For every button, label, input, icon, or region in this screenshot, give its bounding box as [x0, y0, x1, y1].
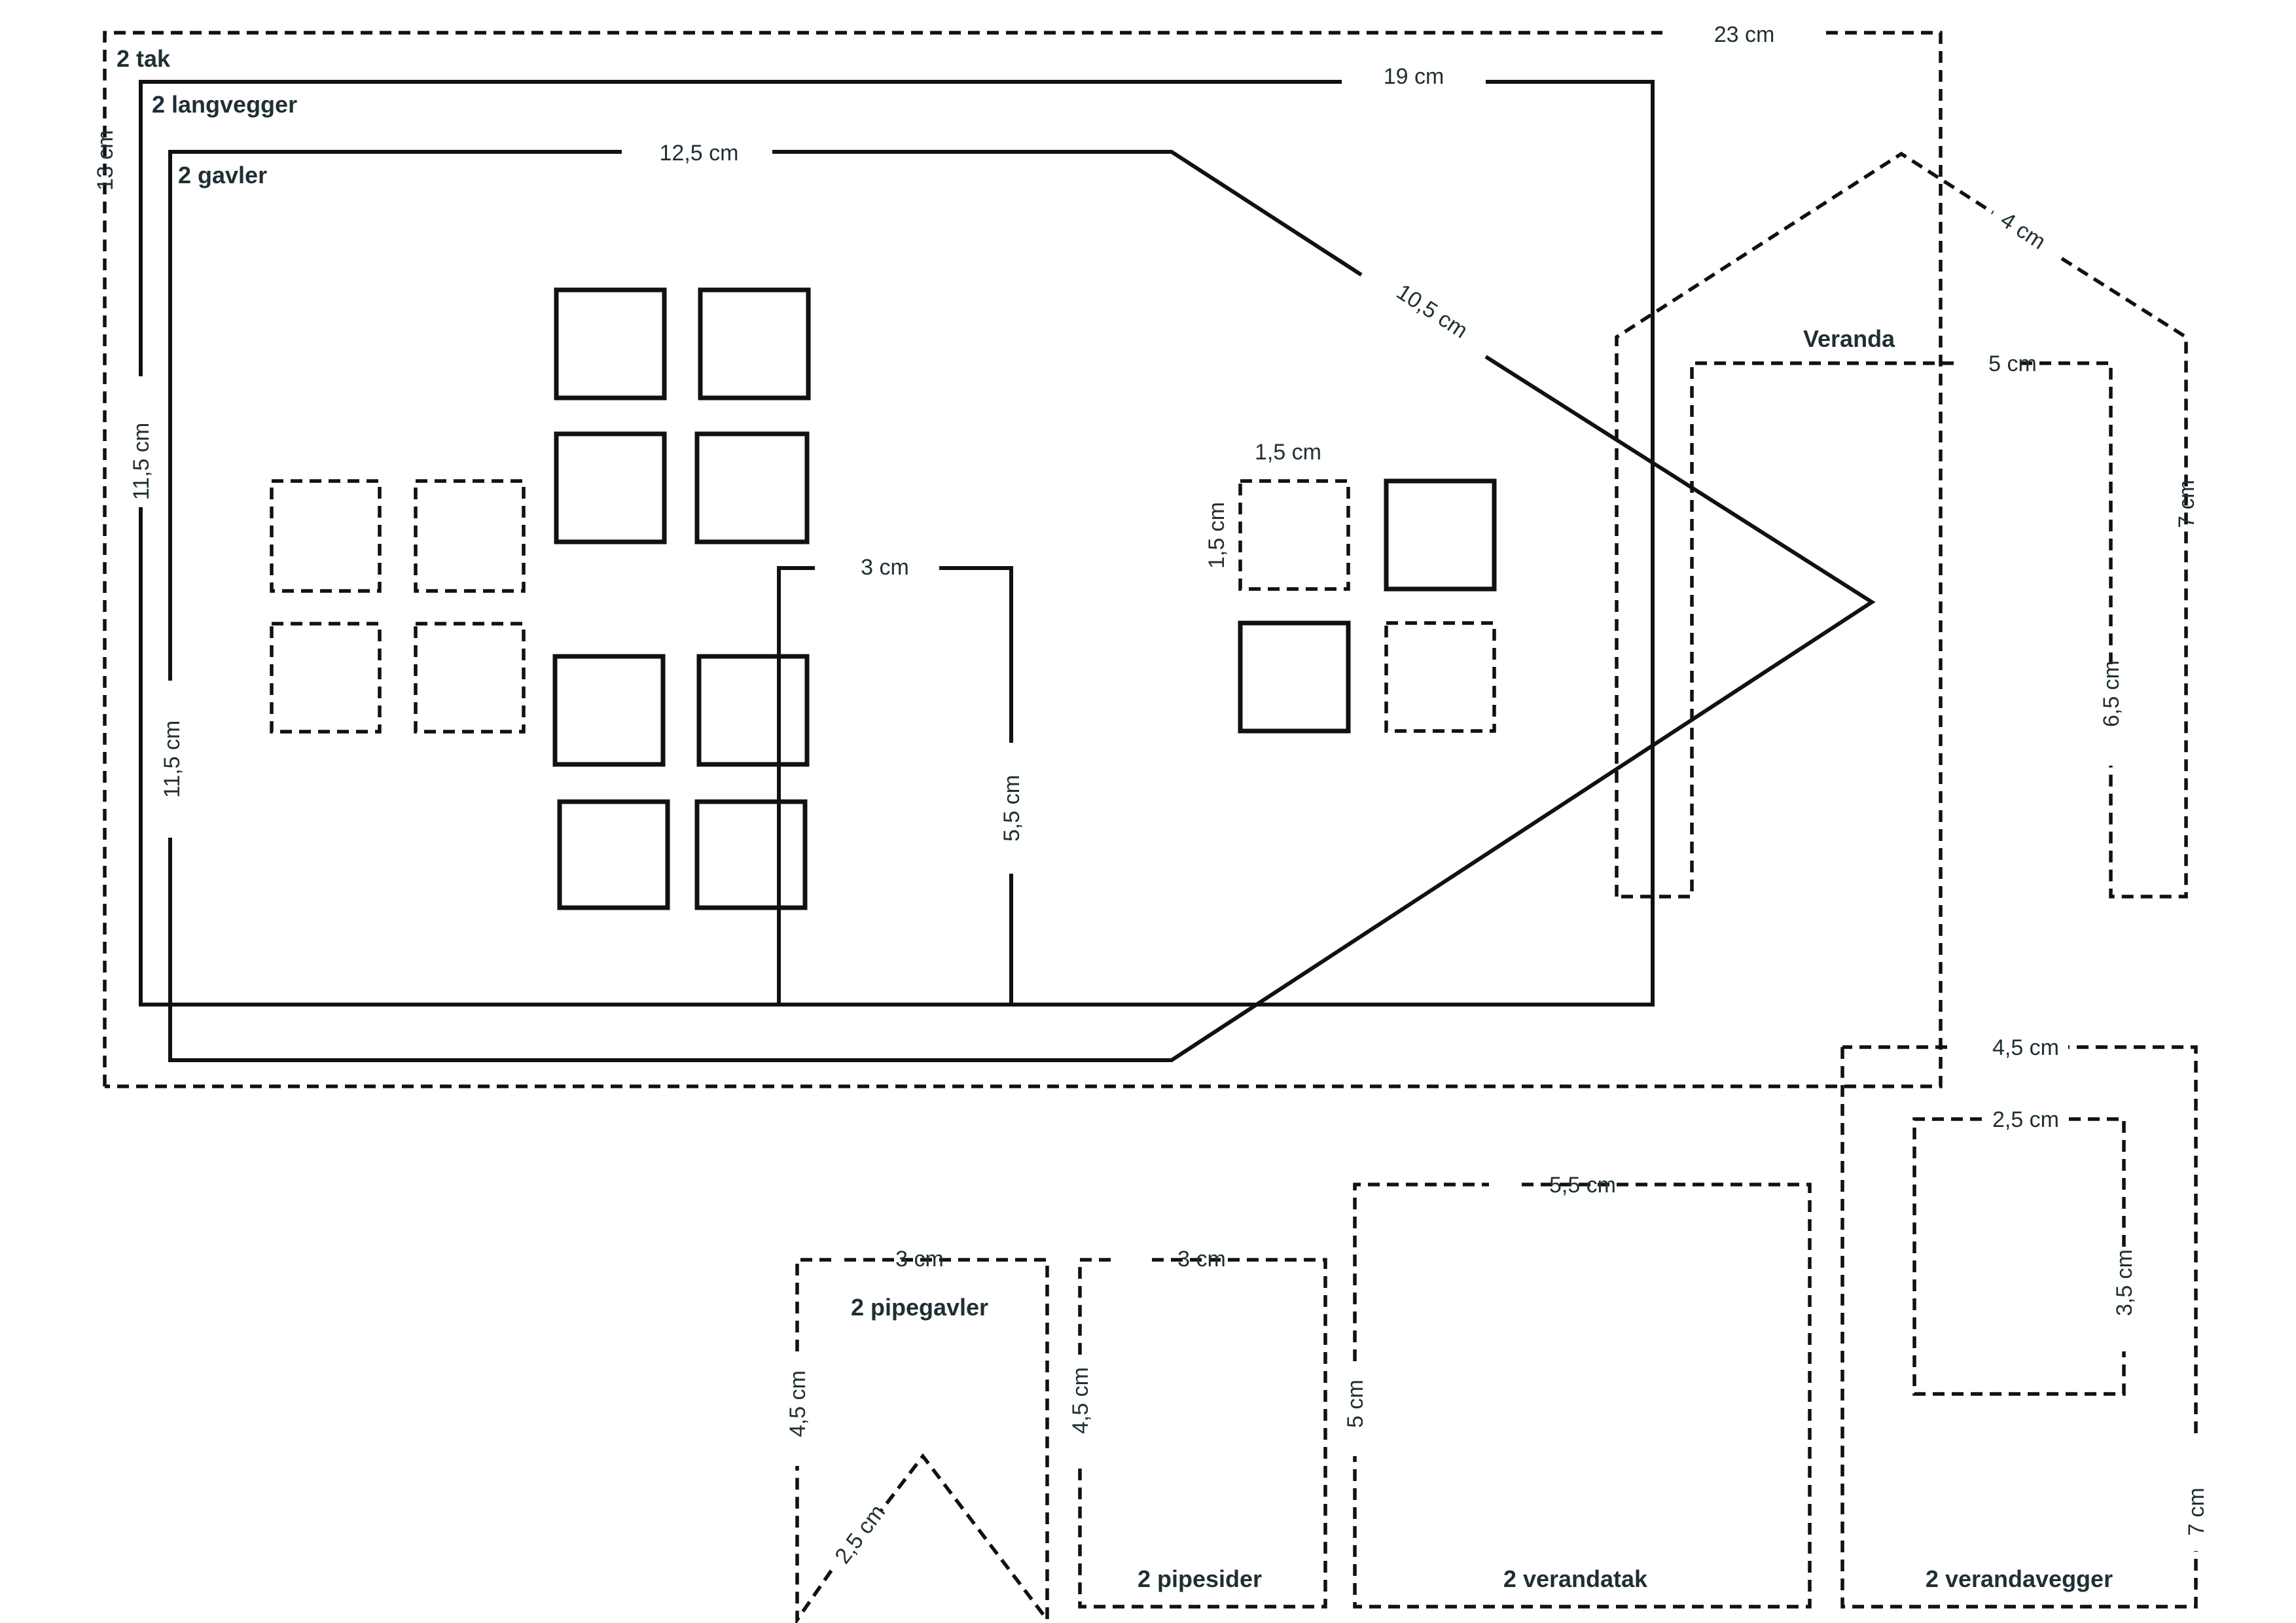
window-dashed [270, 622, 382, 734]
door-height-dim: 5,5 cm [999, 775, 1024, 842]
window-dashed [1238, 479, 1350, 591]
pipegavler-height-dim: 4,5 cm [785, 1370, 810, 1437]
tak-label: 2 tak [117, 45, 171, 72]
window-solid [557, 799, 670, 910]
window-solid [554, 431, 667, 544]
gavler-width-dim: 12,5 cm [660, 141, 739, 166]
veranda-inner-width-dim: 5 cm [1988, 351, 2037, 376]
tak-width-dim: 23 cm [1714, 22, 1775, 47]
verandavegger-inner [1912, 1117, 2126, 1396]
window-dashed [270, 479, 382, 593]
verandavegger-height-dim: 7 cm [2184, 1488, 2209, 1536]
pipesider-width-dim: 3 cm [1177, 1247, 1226, 1272]
tak-height-dim: 13 cm [93, 130, 118, 191]
pipegavler-notch-dim: 2,5 cm [830, 1500, 890, 1568]
window-dashed [414, 622, 526, 734]
verandavegger-label: 2 verandavegger [1926, 1565, 2113, 1592]
verandavegger-width-dim: 4,5 cm [1992, 1035, 2059, 1060]
window-solid [554, 287, 667, 401]
window-solid [694, 431, 810, 544]
window-width-dim: 1,5 cm [1255, 440, 1321, 465]
veranda-height-dim: 7 cm [2174, 480, 2199, 528]
pipesider-height-dim: 4,5 cm [1068, 1367, 1093, 1434]
window-solid [1238, 620, 1351, 734]
verandatak-label: 2 verandatak [1503, 1565, 1648, 1592]
window-solid [694, 799, 808, 910]
window-dashed [414, 479, 526, 593]
gavler-outline [168, 150, 1876, 1062]
window-solid [1384, 478, 1497, 592]
pipegavler-label: 2 pipegavler [851, 1294, 988, 1321]
gavler-label: 2 gavler [178, 162, 267, 188]
gavler-height-dim: 11,5 cm [160, 721, 185, 798]
langvegger-outline [139, 80, 1655, 1007]
verandatak-outline [1353, 1183, 1812, 1609]
tak-outline [103, 31, 1943, 1088]
window-dashed [1384, 621, 1496, 733]
window-height-dim: 1,5 cm [1204, 502, 1229, 569]
door-width-dim: 3 cm [861, 555, 909, 580]
verandavegger-outer [1840, 1045, 2198, 1609]
verandatak-width-dim: 5,5 cm [1549, 1173, 1616, 1198]
langvegger-height-dim: 11,5 cm [129, 423, 154, 500]
verandavegger-inner-height-dim: 3,5 cm [2112, 1249, 2137, 1316]
veranda-inner-height-dim: 6,5 cm [2099, 660, 2124, 727]
pipegavler-outline [795, 1258, 1049, 1623]
door-outline [777, 566, 1013, 1005]
veranda-outline [1615, 151, 2188, 899]
pipegavler-width-dim: 3 cm [895, 1247, 944, 1272]
pipesider-label: 2 pipesider [1138, 1565, 1262, 1592]
window-solid [552, 654, 666, 767]
verandavegger-inner-width-dim: 2,5 cm [1992, 1107, 2059, 1132]
gavler-slope-dim: 10,5 cm [1392, 279, 1472, 344]
veranda-slope-dim: 4 cm [1996, 207, 2050, 255]
window-solid [698, 287, 811, 401]
window-solid [696, 654, 810, 767]
langvegger-label: 2 langvegger [152, 91, 297, 118]
veranda-label: Veranda [1803, 325, 1895, 352]
langvegger-width-dim: 19 cm [1384, 64, 1444, 89]
pipesider-outline [1078, 1258, 1327, 1609]
verandatak-height-dim: 5 cm [1343, 1380, 1368, 1428]
